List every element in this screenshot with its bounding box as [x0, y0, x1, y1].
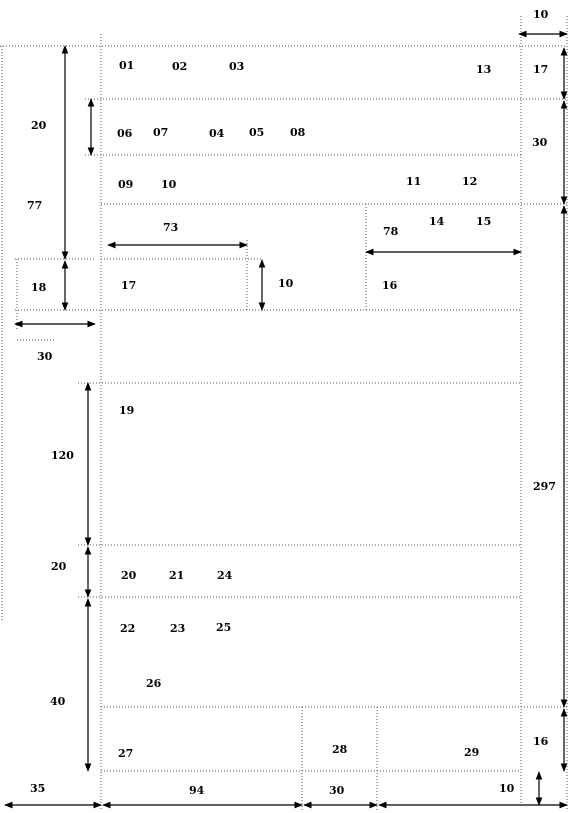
cell-number: 01	[119, 59, 135, 72]
dimension-label: 10	[533, 8, 549, 21]
cell-number: 02	[172, 60, 188, 73]
cell-number: 30	[532, 136, 548, 149]
cell-number: 16	[533, 735, 549, 748]
cell-number: 21	[169, 569, 185, 582]
cell-number: 19	[119, 404, 135, 417]
dimension-label: 10	[499, 782, 515, 795]
dimension-label: 30	[329, 784, 345, 797]
cell-number: 25	[216, 621, 232, 634]
cell-number: 16	[382, 279, 398, 292]
cell-number: 23	[170, 622, 186, 635]
cell-number: 03	[229, 60, 245, 73]
dimension-arrows	[4, 30, 568, 809]
cell-number: 29	[464, 746, 480, 759]
cell-number: 14	[429, 215, 445, 228]
cell-number: 09	[118, 178, 134, 191]
cell-number: 28	[332, 743, 348, 756]
dimension-label: 297	[533, 480, 556, 493]
cell-number: 26	[146, 677, 162, 690]
cell-number: 05	[249, 126, 265, 139]
cell-number: 24	[217, 569, 233, 582]
dimension-label: 35	[30, 782, 46, 795]
cell-number: 10	[278, 277, 294, 290]
cell-number: 20	[121, 569, 137, 582]
cell-number: 73	[163, 221, 179, 234]
cell-number: 15	[476, 215, 492, 228]
dimension-label: 20	[51, 560, 67, 573]
cell-number: 11	[406, 175, 422, 188]
cell-number: 17	[121, 279, 137, 292]
cell-number: 17	[533, 63, 549, 76]
dimension-label: 40	[50, 695, 66, 708]
cell-number: 06	[117, 127, 133, 140]
cell-number: 10	[161, 178, 177, 191]
cell-number: 07	[153, 126, 169, 139]
cell-number: 22	[120, 622, 136, 635]
cell-number: 04	[209, 127, 225, 140]
dimension-label: 94	[189, 784, 205, 797]
grid-lines	[0, 16, 568, 810]
dimension-label: 120	[51, 449, 74, 462]
dimension-label: 18	[31, 281, 47, 294]
cell-number: 27	[118, 747, 134, 760]
cell-number: 13	[476, 63, 492, 76]
dimension-label: 30	[37, 350, 53, 363]
cell-number: 08	[290, 126, 306, 139]
dimension-label: 20	[31, 119, 47, 132]
cell-number: 12	[462, 175, 478, 188]
dimension-label: 77	[27, 199, 43, 212]
cell-number: 78	[383, 225, 399, 238]
